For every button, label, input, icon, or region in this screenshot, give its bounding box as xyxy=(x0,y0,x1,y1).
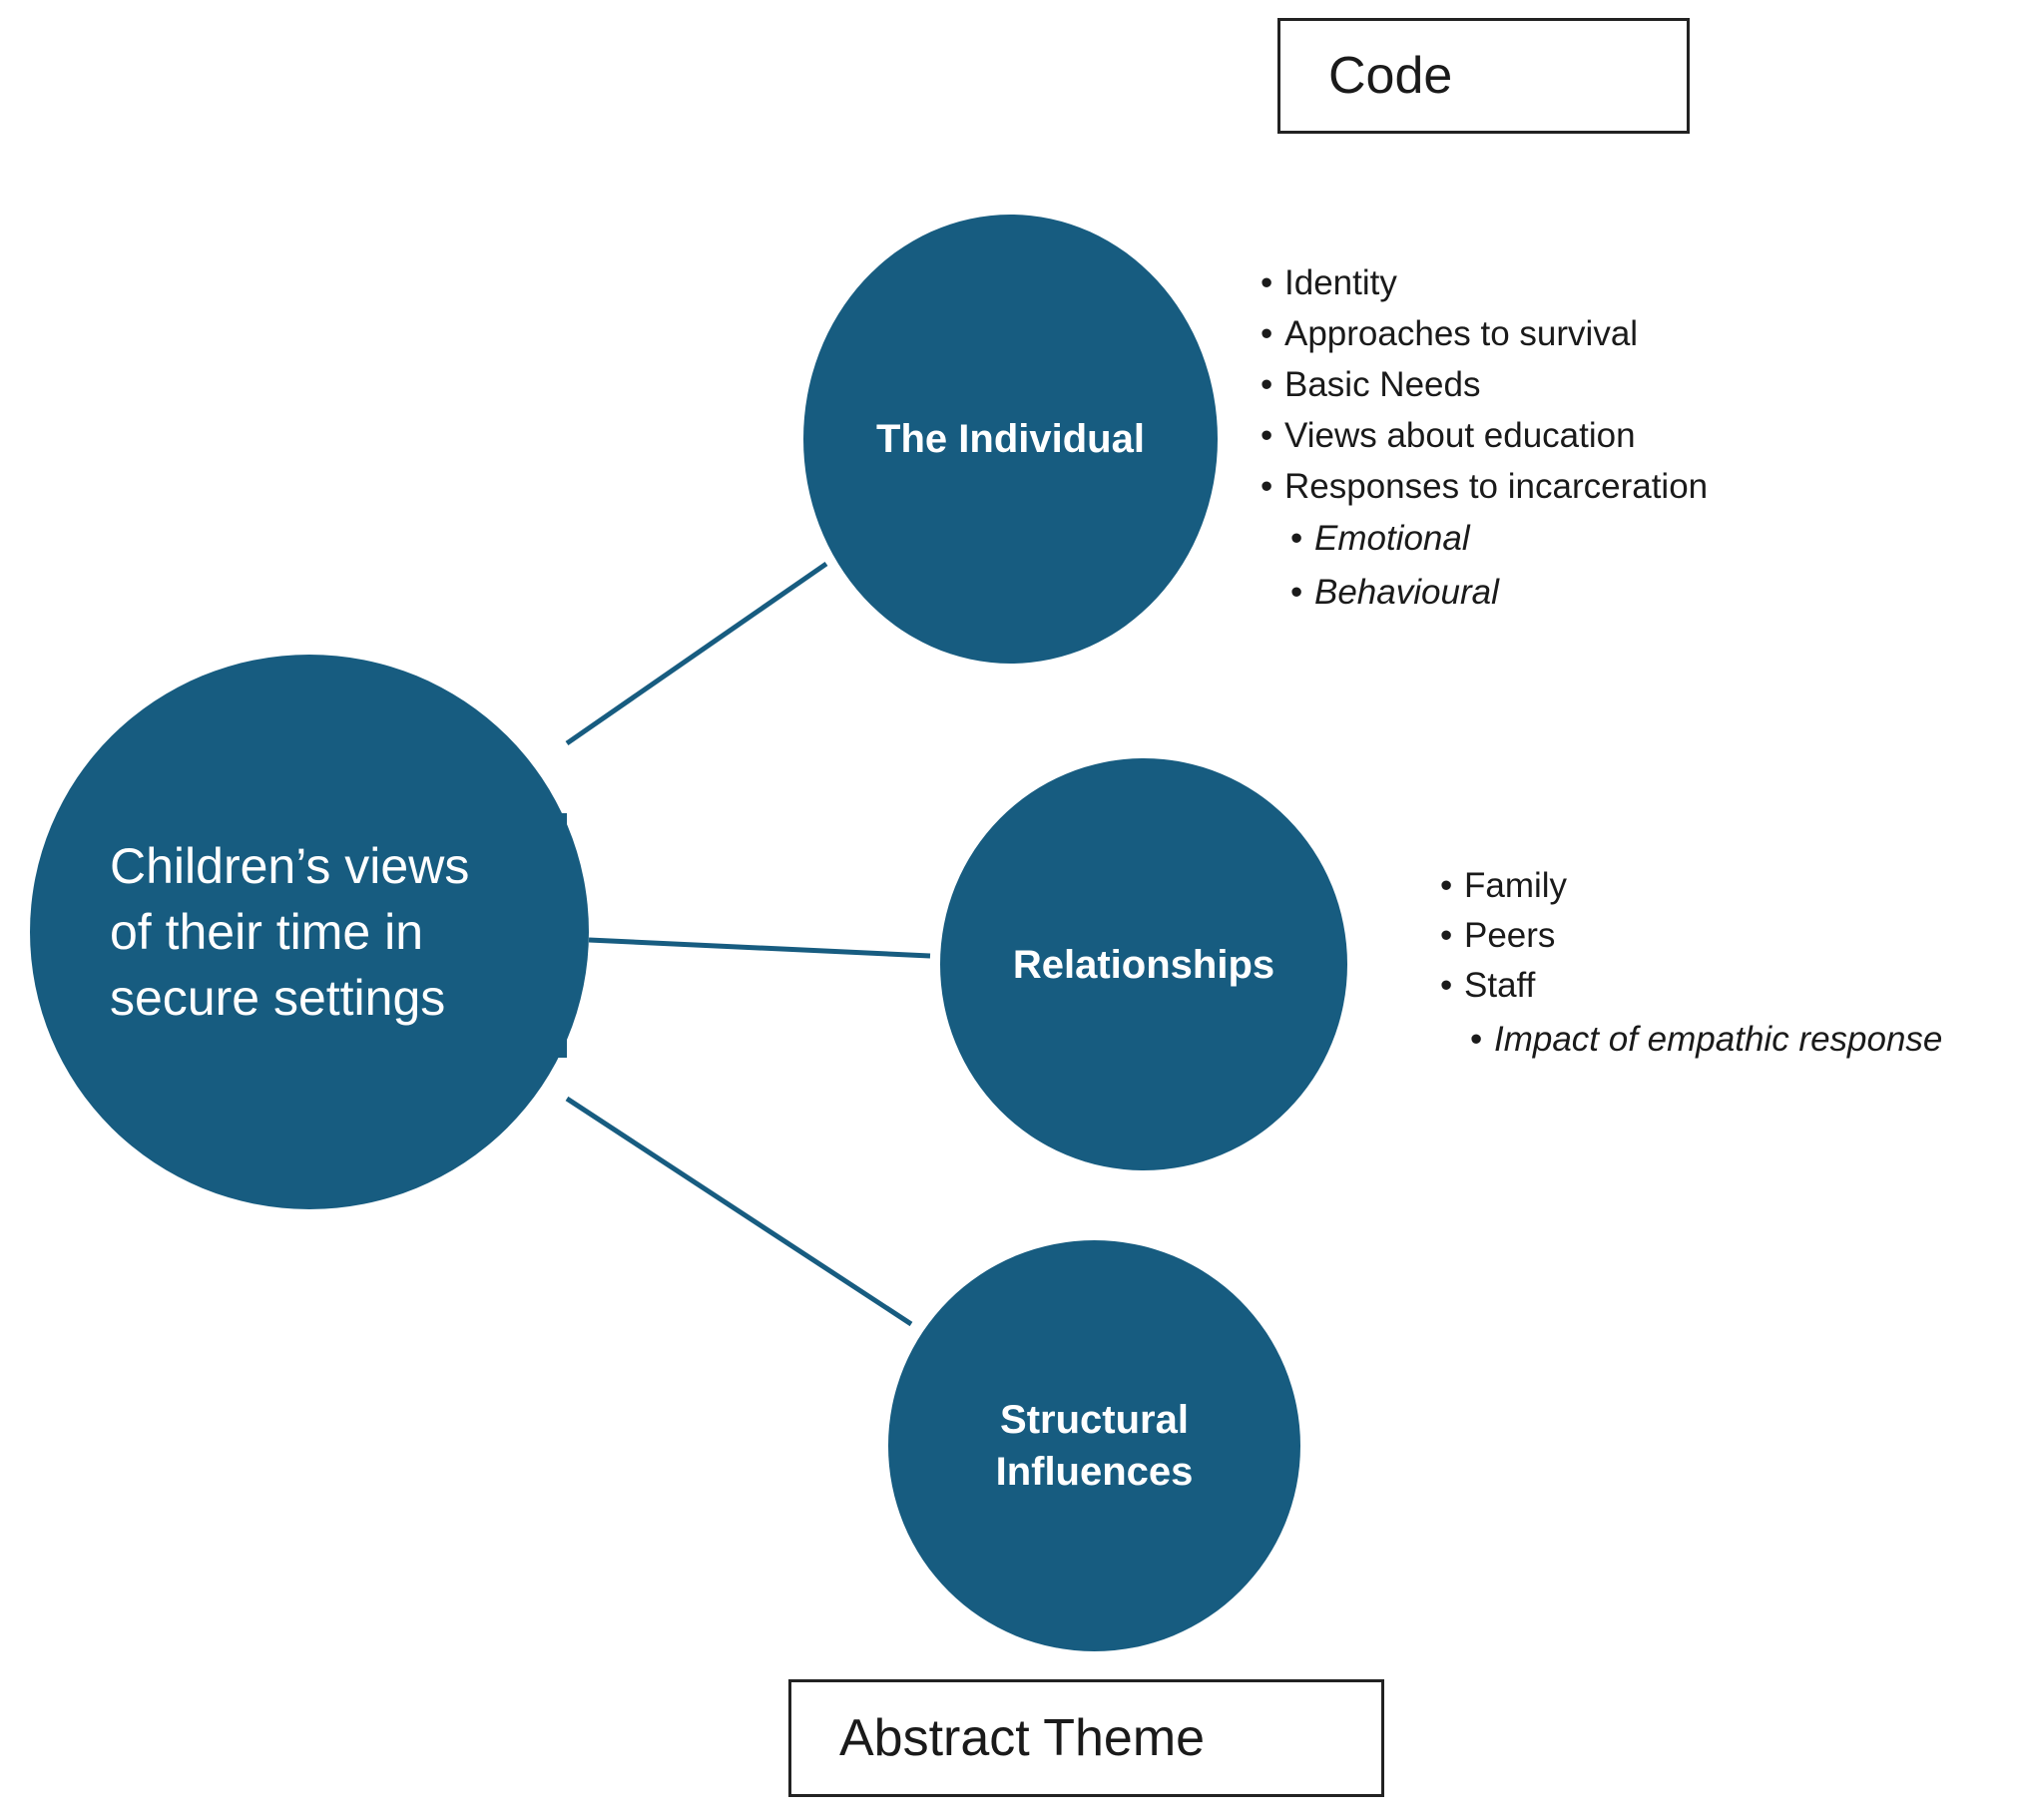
code-item-text: Identity xyxy=(1284,263,1397,302)
code-item: • Staff xyxy=(1440,961,1942,1011)
code-subitem-text: Emotional xyxy=(1314,519,1470,558)
connector-central-to-individual xyxy=(565,561,828,746)
bullet-icon: • xyxy=(1261,263,1273,302)
connector-central-to-structural xyxy=(565,1096,913,1327)
code-item: • Views about education xyxy=(1261,410,1708,461)
code-item: • Peers xyxy=(1440,911,1942,961)
theme-label-relationships: Relationships xyxy=(1012,942,1275,987)
code-item: • Responses to incarceration xyxy=(1261,461,1708,512)
code-item: • Family xyxy=(1440,861,1942,911)
code-subitem-text: Impact of empathic response xyxy=(1494,1020,1943,1059)
code-item: • Identity xyxy=(1261,257,1708,308)
code-item-text: Basic Needs xyxy=(1284,365,1481,404)
theme-label-structural-line: Structural xyxy=(1000,1398,1189,1442)
individual-code-list: • Identity • Approaches to survival • Basic… xyxy=(1261,257,1708,620)
theme-node-relationships: Relationships xyxy=(940,758,1347,1170)
code-subitem: • Behavioural xyxy=(1261,566,1708,620)
theme-label-individual: The Individual xyxy=(876,417,1145,461)
theme-label-structural: Structural Influences xyxy=(996,1394,1194,1498)
code-legend-box: Code xyxy=(1277,18,1690,134)
bullet-icon: • xyxy=(1290,519,1303,558)
theme-node-individual: The Individual xyxy=(803,215,1218,664)
connector-central-to-relationships xyxy=(588,937,931,959)
code-legend-label: Code xyxy=(1328,47,1453,105)
code-item-text: Staff xyxy=(1464,966,1536,1005)
code-subitem: • Impact of empathic response xyxy=(1440,1011,1942,1065)
theme-node-structural: Structural Influences xyxy=(888,1240,1300,1651)
bullet-icon: • xyxy=(1470,1020,1483,1059)
bullet-icon: • xyxy=(1261,314,1273,353)
central-theme-line: Children’s views xyxy=(110,838,470,894)
code-item-text: Responses to incarceration xyxy=(1284,467,1709,506)
code-item-text: Approaches to survival xyxy=(1284,314,1639,353)
abstract-theme-legend-label: Abstract Theme xyxy=(839,1709,1206,1767)
code-item-text: Peers xyxy=(1464,916,1556,955)
bullet-icon: • xyxy=(1261,467,1273,506)
code-item: • Basic Needs xyxy=(1261,359,1708,410)
bullet-icon: • xyxy=(1261,416,1273,455)
central-theme-line: of their time in xyxy=(110,904,424,960)
bullet-icon: • xyxy=(1440,966,1453,1005)
relationships-code-list: • Family • Peers • Staff • Impact of empathi… xyxy=(1440,861,1942,1065)
bullet-icon: • xyxy=(1261,365,1273,404)
code-subitem-text: Behavioural xyxy=(1314,573,1499,612)
central-theme-line: secure settings xyxy=(110,970,446,1026)
bullet-icon: • xyxy=(1440,916,1453,955)
bullet-icon: • xyxy=(1290,573,1303,612)
code-item-text: Family xyxy=(1464,866,1568,905)
bullet-icon: • xyxy=(1440,866,1453,905)
theme-label-structural-line: Influences xyxy=(995,1450,1194,1494)
abstract-theme-legend-box: Abstract Theme xyxy=(788,1679,1384,1797)
central-theme-label: Children’s views of their time in secure… xyxy=(30,833,529,1031)
code-item-text: Views about education xyxy=(1284,416,1636,455)
code-item: • Approaches to survival xyxy=(1261,308,1708,359)
code-subitem: • Emotional xyxy=(1261,512,1708,566)
central-theme-node: Children’s views of their time in secure… xyxy=(30,655,589,1209)
